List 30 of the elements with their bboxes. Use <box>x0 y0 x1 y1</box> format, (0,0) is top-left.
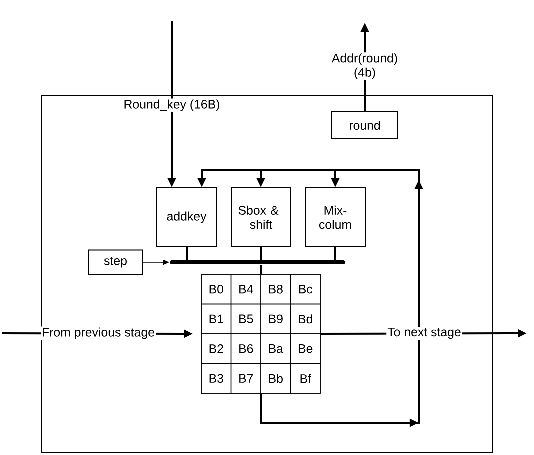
edge-label: Addr(round) (4b) <box>329 52 401 80</box>
grid-cell: B0 <box>201 274 232 305</box>
grid-cell: B4 <box>230 274 262 305</box>
edge-label: To next stage <box>386 326 462 340</box>
connector-line <box>186 248 188 260</box>
edge-label: From previous stage <box>41 326 156 340</box>
process-box: Sbox & shift <box>231 188 292 248</box>
grid-cell: Be <box>290 334 321 364</box>
grid-cell: B9 <box>260 304 292 334</box>
grid-cell: Ba <box>260 334 292 364</box>
edge-label: Round_key (16B) <box>122 98 222 112</box>
connector-line <box>260 265 262 274</box>
grid-cell: B1 <box>201 304 232 334</box>
process-box: Mix- colum <box>305 188 366 248</box>
grid-cell: Bc <box>290 274 321 305</box>
connector-line <box>260 248 262 260</box>
grid-cell: B2 <box>201 334 232 364</box>
connector-line <box>334 248 336 260</box>
grid-cell: Bd <box>290 304 321 334</box>
process-box: addkey <box>156 188 217 248</box>
grid-cell: Bb <box>260 363 292 394</box>
grid-cell: Bf <box>290 363 321 394</box>
module-frame <box>41 96 493 454</box>
process-box: step <box>88 250 143 276</box>
grid-cell: B7 <box>230 363 262 394</box>
grid-cell: B8 <box>260 274 292 305</box>
grid-cell: B5 <box>230 304 262 334</box>
grid-cell: B6 <box>230 334 262 364</box>
process-box: round <box>332 112 398 140</box>
grid-cell: B3 <box>201 363 232 394</box>
